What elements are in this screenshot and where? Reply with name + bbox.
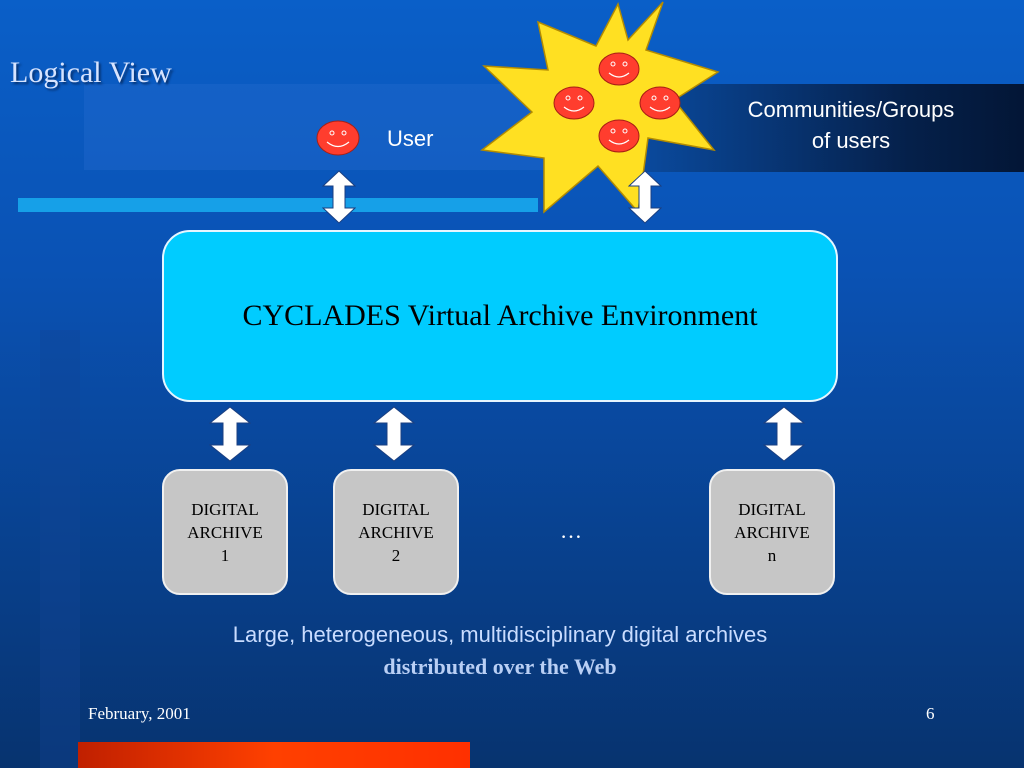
double-arrow-icon — [628, 170, 662, 224]
archive-label-line3: n — [767, 545, 777, 565]
archive-label-line2: ARCHIVE — [358, 522, 434, 542]
archive-label-line3: 2 — [391, 545, 401, 565]
bg-dark-band — [640, 84, 1024, 172]
digital-archive-n-box: DIGITAL ARCHIVE n — [709, 469, 835, 595]
footer-bar — [78, 742, 470, 768]
bg-left-column — [40, 330, 80, 768]
caption: Large, heterogeneous, multidisciplinary … — [0, 622, 1000, 680]
bg-light-block — [84, 84, 544, 170]
page-title: Logical View — [10, 56, 172, 89]
page-number: 6 — [926, 704, 935, 723]
communities-label-line1: Communities/Groups — [747, 97, 955, 122]
double-arrow-icon — [209, 406, 251, 462]
communities-label: Communities/Groups of users — [722, 94, 980, 156]
digital-archive-2-box: DIGITAL ARCHIVE 2 — [333, 469, 459, 595]
smiley-face-icon — [598, 52, 640, 86]
archive-label-line1: DIGITAL — [362, 499, 430, 519]
double-arrow-icon — [763, 406, 805, 462]
bg-cyan-stripe — [18, 198, 538, 212]
double-arrow-icon — [373, 406, 415, 462]
archive-label-line1: DIGITAL — [738, 499, 806, 519]
virtual-archive-environment-box: CYCLADES Virtual Archive Environment — [162, 230, 838, 402]
user-label: User — [387, 126, 434, 151]
starburst-icon — [480, 1, 720, 214]
user-smiley-icon — [316, 120, 360, 156]
caption-line1: Large, heterogeneous, multidisciplinary … — [232, 622, 768, 647]
communities-label-line2: of users — [811, 128, 891, 153]
caption-line2: distributed over the Web — [383, 654, 617, 679]
archive-label-line1: DIGITAL — [191, 499, 259, 519]
double-arrow-icon — [322, 170, 356, 224]
ellipsis: … — [560, 518, 582, 543]
smiley-face-icon — [553, 86, 595, 120]
footer-date: February, 2001 — [88, 704, 191, 723]
smiley-face-icon — [639, 86, 681, 120]
archive-label-line2: ARCHIVE — [734, 522, 810, 542]
archive-label-line3: 1 — [220, 545, 230, 565]
digital-archive-1-box: DIGITAL ARCHIVE 1 — [162, 469, 288, 595]
smiley-face-icon — [598, 119, 640, 153]
archive-label-line2: ARCHIVE — [187, 522, 263, 542]
